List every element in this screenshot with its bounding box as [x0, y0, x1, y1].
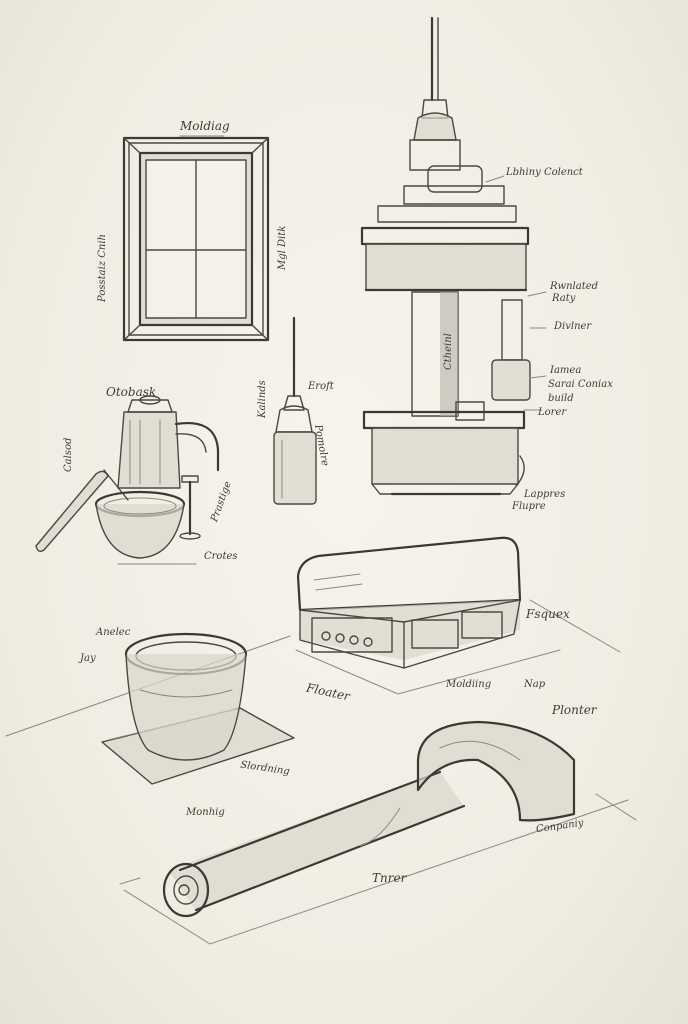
mallet-sketch [119, 720, 637, 945]
label-lamp-right: Lbhiny Colenct [506, 167, 583, 178]
label-fsquex: Fsquex [526, 607, 570, 621]
label-molding-top: Moldiag [180, 119, 230, 133]
label-sarai: Sarai Coniax [548, 379, 613, 390]
label-rounded2: Raty [552, 293, 576, 304]
label-column: Ctheinl [443, 333, 454, 370]
label-plonter: Plonter [552, 703, 597, 717]
pot-sketch [5, 632, 295, 785]
label-crotes: Crotes [204, 551, 238, 562]
label-frame-left: Posstaiz Cnih [97, 234, 108, 302]
label-lamea: Iamea [550, 365, 582, 376]
label-divider: Divlner [554, 321, 592, 332]
label-nap: Nap [524, 679, 546, 690]
label-tnrer: Tnrer [372, 871, 407, 885]
label-frame-right: Mgl Ditk [277, 225, 288, 270]
label-jay: Jay [80, 653, 96, 664]
label-rounded: Rwnlated [550, 281, 599, 292]
window-frame-sketch [122, 135, 270, 342]
label-monhig: Monhig [186, 807, 225, 818]
label-lappres: Lappres [524, 489, 566, 500]
label-anelec: Anelec [96, 627, 131, 638]
label-kalinds: Kalinds [257, 380, 268, 418]
label-build: build [548, 393, 574, 404]
label-eroft: Eroft [308, 381, 334, 392]
label-calsod: Calsod [63, 437, 74, 472]
label-otobisk: Otobask [106, 385, 157, 399]
lamp-tower-sketch [360, 16, 547, 496]
kettle-set-sketch [35, 395, 220, 565]
label-lorer: Lorer [538, 407, 567, 418]
chest-sketch [295, 536, 621, 695]
label-molding-mid: Moldiing [446, 679, 492, 690]
bottle-sketch [273, 316, 317, 505]
label-flupre: Flupre [512, 501, 546, 512]
